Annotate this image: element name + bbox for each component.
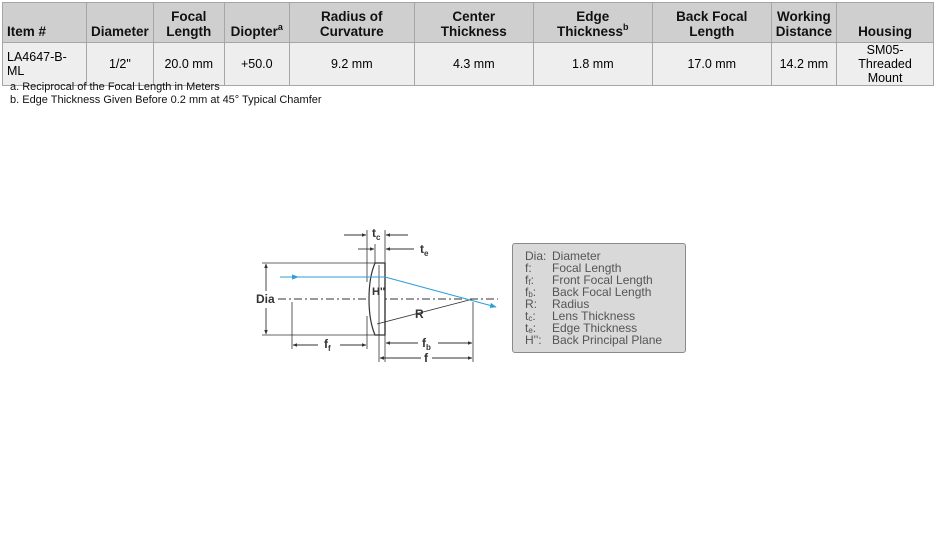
lens-shape: [368, 262, 386, 336]
cell-edge-thickness: 1.8 mm: [532, 42, 653, 86]
header-diopter: Dioptera: [223, 2, 290, 43]
ray-out: [384, 276, 497, 308]
footnotes: a. Reciprocal of the Focal Length in Met…: [10, 81, 322, 107]
tc-label: tc: [372, 226, 381, 242]
footnote-b: b. Edge Thickness Given Before 0.2 mm at…: [10, 94, 322, 106]
legend-item: ff:Front Focal Length: [525, 273, 653, 287]
f-label: f: [424, 351, 429, 365]
header-diameter: Diameter: [86, 2, 154, 43]
cell-diameter: 1/2": [86, 42, 154, 86]
legend-item: fb:Back Focal Length: [525, 285, 652, 299]
table-row: LA4647-B-ML 1/2" 20.0 mm +50.0 9.2 mm 4.…: [2, 42, 935, 86]
legend-item: H'':Back Principal Plane: [525, 333, 663, 347]
legend-item: R:Radius: [525, 297, 590, 311]
cell-item: LA4647-B-ML: [2, 42, 87, 86]
principal-plane-label: H'': [372, 286, 386, 298]
lens-diagram: Dia tc te H'' R ff fb f: [256, 226, 498, 365]
cell-diopter: +50.0: [223, 42, 290, 86]
header-housing: Housing: [836, 2, 935, 43]
legend-item: f:Focal Length: [525, 261, 622, 275]
te-label: te: [420, 242, 429, 258]
cell-back-focal-length: 17.0 mm: [651, 42, 772, 86]
diopter-footnote-marker: a: [277, 22, 283, 32]
ff-label: ff: [324, 337, 331, 353]
legend-item: Dia:Diameter: [525, 249, 601, 263]
cell-radius-of-curvature: 9.2 mm: [288, 42, 415, 86]
fb-label: fb: [422, 336, 431, 352]
cell-working-distance: 14.2 mm: [770, 42, 838, 86]
legend-item: tc:Lens Thickness: [525, 309, 636, 323]
cell-center-thickness: 4.3 mm: [413, 42, 534, 86]
header-item: Item #: [2, 2, 87, 43]
diagram-legend: Dia:Diameter f:Focal Length ff:Front Foc…: [512, 243, 686, 353]
radius-label: R: [415, 307, 424, 321]
footnote-a: a. Reciprocal of the Focal Length in Met…: [10, 81, 220, 93]
dia-label: Dia: [256, 292, 275, 306]
cell-focal-length: 20.0 mm: [152, 42, 225, 86]
legend-item: te:Edge Thickness: [525, 321, 638, 335]
edge-thickness-footnote-marker: b: [623, 22, 629, 32]
radius-line: [376, 298, 474, 325]
